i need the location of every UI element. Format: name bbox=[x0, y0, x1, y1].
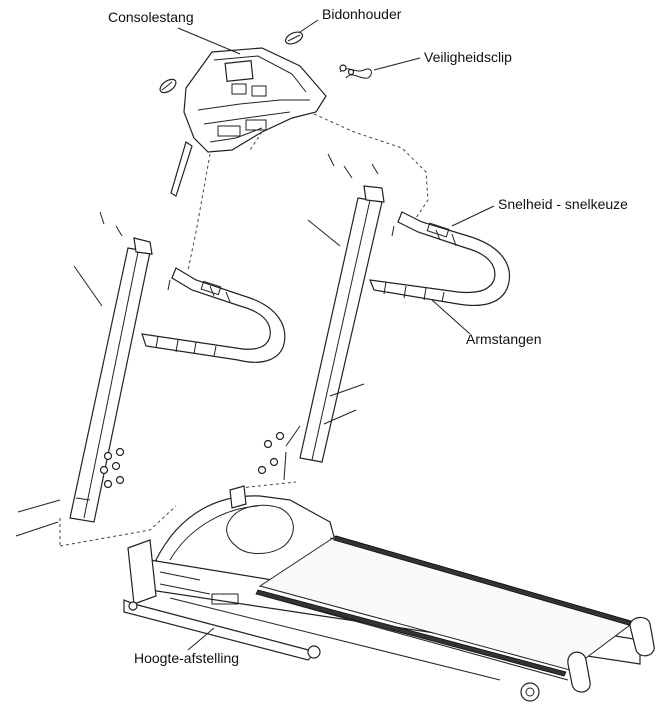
treadmill-base bbox=[123, 485, 655, 702]
hardware-bolts bbox=[15, 153, 395, 537]
bottle-holder-right bbox=[284, 31, 304, 45]
label-bottle-holder: Bidonhouder bbox=[322, 6, 402, 22]
label-safety-clip: Veiligheidsclip bbox=[424, 49, 512, 65]
left-upright bbox=[69, 237, 153, 523]
right-upright bbox=[299, 185, 385, 463]
right-arm-bar bbox=[369, 211, 510, 307]
label-console-bar: Consolestang bbox=[108, 9, 194, 25]
callout-leaders bbox=[177, 19, 495, 651]
safety-clip bbox=[339, 64, 372, 79]
bottle-holder-left bbox=[159, 78, 177, 94]
label-speed-quick-select: Snelheid - snelkeuze bbox=[498, 196, 628, 212]
label-arm-bars: Armstangen bbox=[466, 331, 542, 347]
left-arm-bar bbox=[141, 267, 286, 363]
label-height-adjustment: Hoogte-afstelling bbox=[134, 650, 240, 666]
assembly-guide-lines bbox=[59, 113, 429, 547]
console bbox=[170, 47, 327, 197]
